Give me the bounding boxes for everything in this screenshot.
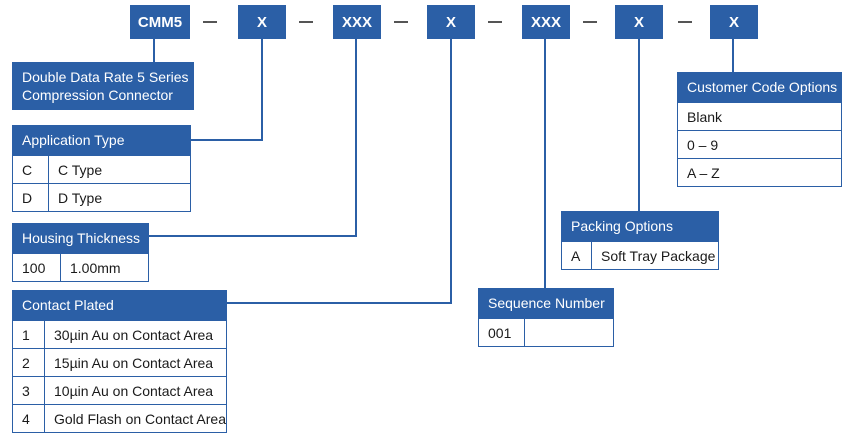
series-label: Double Data Rate 5 Series Compression Co… <box>12 62 194 110</box>
packing-options-table: A Soft Tray Package <box>561 241 719 270</box>
contact-plated-table: 1 30µin Au on Contact Area 2 15µin Au on… <box>12 320 227 433</box>
option-desc: Gold Flash on Contact Area <box>44 404 227 433</box>
packing-options-header: Packing Options <box>561 211 719 241</box>
dash <box>394 21 408 23</box>
code-segment-customer: X <box>710 5 758 39</box>
table-row: Blank <box>677 102 842 131</box>
line-contact-plated <box>227 39 452 304</box>
option-desc: 1.00mm <box>60 253 149 282</box>
code-segment-contact: X <box>427 5 475 39</box>
table-row: C C Type <box>12 155 191 184</box>
table-row: 100 1.00mm <box>12 253 149 282</box>
housing-thickness-header: Housing Thickness <box>12 223 149 253</box>
option-code: 1 <box>12 320 45 349</box>
option-desc: 30µin Au on Contact Area <box>44 320 227 349</box>
code-segment-application: X <box>238 5 286 39</box>
option-code: 4 <box>12 404 45 433</box>
sequence-number-header: Sequence Number <box>478 288 614 318</box>
line-application-type <box>190 39 263 141</box>
dash <box>299 21 313 23</box>
option-value: A – Z <box>677 158 842 187</box>
option-code: 100 <box>12 253 61 282</box>
option-desc: Soft Tray Package <box>591 241 719 270</box>
table-row: 1 30µin Au on Contact Area <box>12 320 227 349</box>
option-code: A <box>561 241 592 270</box>
series-label-line2: Compression Connector <box>22 87 173 103</box>
option-code: 3 <box>12 376 45 405</box>
dash <box>678 21 692 23</box>
option-desc: C Type <box>48 155 191 184</box>
contact-plated-header: Contact Plated <box>12 290 227 320</box>
sequence-number-table: 001 <box>478 318 614 347</box>
option-desc: 10µin Au on Contact Area <box>44 376 227 405</box>
option-code: C <box>12 155 49 184</box>
dash <box>488 21 502 23</box>
table-row: 0 – 9 <box>677 130 842 159</box>
code-segment-sequence: XXX <box>522 5 570 39</box>
dash <box>583 21 597 23</box>
table-row: 001 <box>478 318 614 347</box>
code-segment-housing: XXX <box>333 5 381 39</box>
code-segment-series: CMM5 <box>130 5 190 39</box>
table-row: 3 10µin Au on Contact Area <box>12 376 227 405</box>
series-label-line1: Double Data Rate 5 Series <box>22 69 189 85</box>
application-type-table: C C Type D D Type <box>12 155 191 212</box>
dash <box>203 21 217 23</box>
option-code: 001 <box>478 318 525 347</box>
table-row: D D Type <box>12 183 191 212</box>
customer-code-options-table: Blank 0 – 9 A – Z <box>677 102 842 187</box>
option-value: 0 – 9 <box>677 130 842 159</box>
application-type-header: Application Type <box>12 125 191 155</box>
customer-code-options-header: Customer Code Options <box>677 72 842 102</box>
option-value: Blank <box>677 102 842 131</box>
option-desc: 15µin Au on Contact Area <box>44 348 227 377</box>
table-row: 4 Gold Flash on Contact Area <box>12 404 227 433</box>
table-row: A Soft Tray Package <box>561 241 719 270</box>
line-housing-thickness <box>149 39 357 237</box>
housing-thickness-table: 100 1.00mm <box>12 253 149 282</box>
option-desc: D Type <box>48 183 191 212</box>
option-code: D <box>12 183 49 212</box>
option-code: 2 <box>12 348 45 377</box>
table-row: A – Z <box>677 158 842 187</box>
code-segment-packing: X <box>615 5 663 39</box>
option-desc <box>524 318 614 347</box>
table-row: 2 15µin Au on Contact Area <box>12 348 227 377</box>
